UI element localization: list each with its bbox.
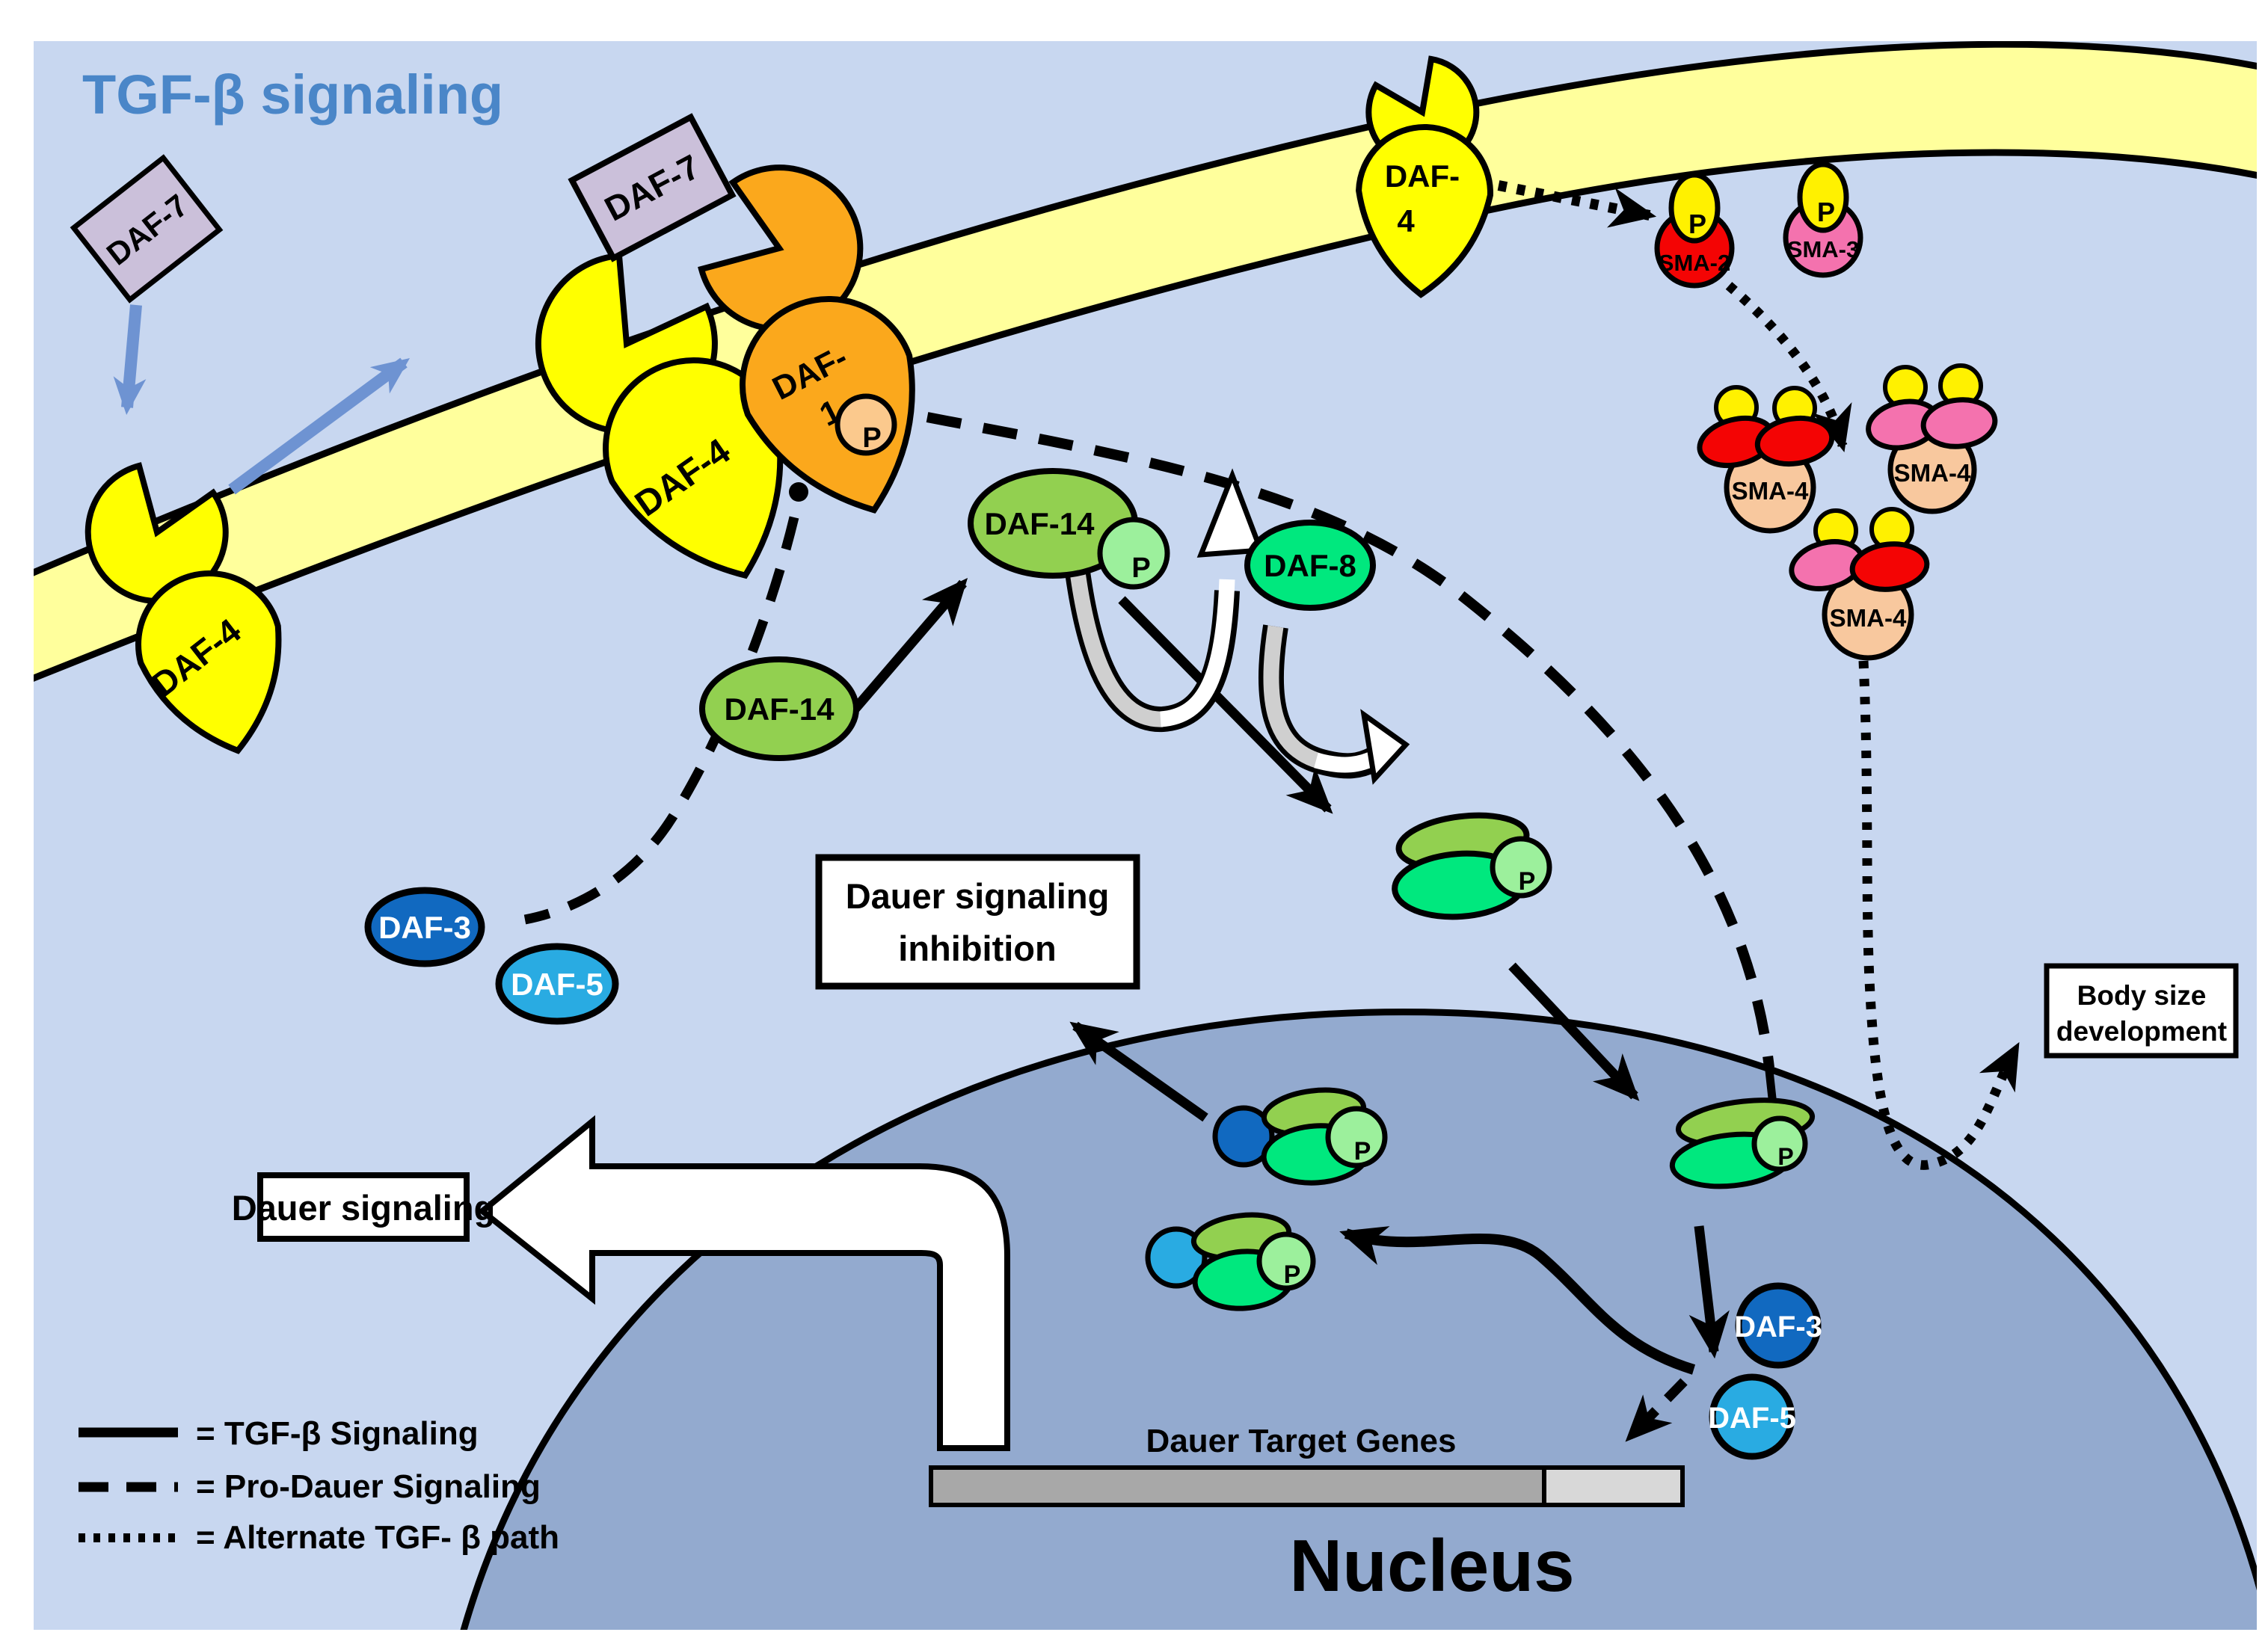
daf3-nuc-label: DAF-3: [1734, 1311, 1822, 1343]
nuclear-complex2-p: P: [1284, 1260, 1301, 1289]
daf14-phosphate-label: P: [1131, 552, 1150, 584]
sma4-label-2: SMA-4: [1894, 459, 1971, 487]
nucleus-label: Nucleus: [1289, 1524, 1574, 1607]
svg-text:Body size: Body size: [2077, 980, 2207, 1011]
daf5-molecule-cytoplasm: DAF-5: [495, 943, 619, 1025]
pro-dauer-dashed-path-left: [523, 516, 799, 925]
sma3-molecule: P SMA-3: [1783, 161, 1863, 278]
daf1-pacman-shape: [698, 164, 864, 333]
legend: = TGF-β Signaling = Pro-Dauer Signaling …: [79, 1415, 559, 1556]
daf5-molecule-nucleus: DAF-5: [1708, 1373, 1796, 1460]
sma4-complex-pink: SMA-4: [1866, 363, 1998, 514]
dauer-signaling-block-arrow: [477, 1115, 1010, 1451]
daf14-molecule: DAF-14: [699, 656, 859, 761]
daf3-molecule-cytoplasm: DAF-3: [364, 887, 485, 967]
legend-dotted-label: = Alternate TGF- β path: [196, 1519, 559, 1556]
daf1-pin-shape: [740, 296, 915, 514]
daf14-label: DAF-14: [724, 692, 835, 727]
alternate-path-arrow-1: [1497, 180, 1657, 228]
sma2-phosphate-label: P: [1688, 209, 1706, 239]
inhibition-arrow: [1069, 1021, 1208, 1122]
daf14-daf8-complex-cytoplasm: P: [1392, 812, 1552, 920]
receptor-connector-dot: [789, 482, 808, 502]
genes-label: Dauer Target Genes: [1146, 1423, 1457, 1459]
sma2-molecule: P SMA-2: [1654, 172, 1735, 289]
page-title: TGF-β signaling: [82, 64, 503, 126]
complex-formation-arrow: [1118, 596, 1333, 814]
complex-phosphate-badge: [1490, 836, 1552, 899]
daf4-receptor-right: DAF- 4: [1356, 55, 1493, 298]
dauer-target-genes-bar: [929, 1465, 1685, 1507]
nuclear-complex1-p: P: [1354, 1137, 1371, 1166]
legend-solid-label: = TGF-β Signaling: [196, 1415, 479, 1452]
daf8-molecule: DAF-8: [1244, 520, 1376, 611]
svg-text:Dauer signaling: Dauer signaling: [846, 876, 1110, 916]
daf5-cyto-label: DAF-5: [511, 967, 603, 1002]
daf14-phosphate-badge: [1097, 517, 1170, 590]
sma3-label: SMA-3: [1787, 236, 1859, 262]
daf14-activation-arrow: [850, 577, 968, 714]
nuclear-complex3-p: P: [1777, 1143, 1793, 1170]
sma2-label: SMA-2: [1659, 250, 1730, 276]
daf4-receptor-left: DAF-4: [84, 462, 282, 754]
complex-phosphate-label: P: [1519, 867, 1536, 896]
sma4-complex-mixed: SMA-4: [1789, 507, 1930, 661]
membrane-signal-arrow: [228, 357, 411, 495]
daf4-left-pacman-shape: [84, 462, 229, 604]
sma3-phosphate-badge: [1797, 161, 1849, 233]
sma4-label-3: SMA-4: [1830, 604, 1907, 632]
daf8-label: DAF-8: [1264, 548, 1356, 583]
nuclear-complex-daf5: P: [1145, 1212, 1316, 1311]
daf1-phosphate-label: P: [862, 422, 881, 454]
daf4-right-pin-shape: [1356, 124, 1493, 298]
svg-text:Dauer signaling: Dauer signaling: [232, 1188, 496, 1228]
dashed-arrow-to-genes: [1625, 1378, 1688, 1442]
daf14-phospho-molecule: DAF-14 P: [968, 468, 1170, 590]
sma3-phosphate-label: P: [1817, 197, 1835, 227]
daf3-cyto-label: DAF-3: [378, 910, 471, 945]
dauer-signaling-box: Dauer signaling: [232, 1172, 496, 1242]
complex-to-daf3-arrow: [1688, 1225, 1730, 1359]
phosphorylation-cycle-arrow-2: [1258, 624, 1410, 785]
nuclear-complex-daf3: P: [1212, 1087, 1388, 1186]
daf5-nuc-label: DAF-5: [1708, 1402, 1796, 1435]
daf7-ligand-box-center: DAF-7: [568, 113, 737, 262]
sma4-complex-red: SMA-4: [1697, 385, 1835, 534]
pro-dauer-dashed-path-right: [926, 412, 1774, 1068]
sma2-phosphate-badge: [1668, 172, 1721, 244]
svg-text:inhibition: inhibition: [898, 929, 1056, 968]
sma4-label-1: SMA-4: [1732, 477, 1809, 505]
daf4-right-label-1: DAF-: [1385, 158, 1460, 194]
daf4-left-pin-shape: [135, 570, 282, 754]
body-size-box: Body size development: [2044, 963, 2239, 1059]
daf1-phosphate-badge: [835, 393, 897, 456]
nuclear-complex-right: P: [1669, 1097, 1816, 1189]
ligand-binding-arrow: [113, 304, 147, 415]
dauer-inhibition-box: Dauer signaling inhibition: [815, 854, 1140, 990]
sequestration-curve-arrow: [1339, 1226, 1696, 1375]
legend-dashed-label: = Pro-Dauer Signaling: [196, 1468, 541, 1505]
daf7-ligand-box-left: DAF-7: [70, 154, 224, 304]
nuclear-import-arrow: [1508, 962, 1640, 1101]
daf4-right-label-2: 4: [1397, 203, 1415, 238]
daf14-phospho-label: DAF-14: [984, 506, 1095, 541]
daf3-molecule-nucleus: DAF-3: [1734, 1282, 1822, 1369]
svg-text:development: development: [2056, 1016, 2227, 1047]
central-receptor-complex: DAF-7 DAF-4 DAF- 1 P: [535, 113, 915, 579]
